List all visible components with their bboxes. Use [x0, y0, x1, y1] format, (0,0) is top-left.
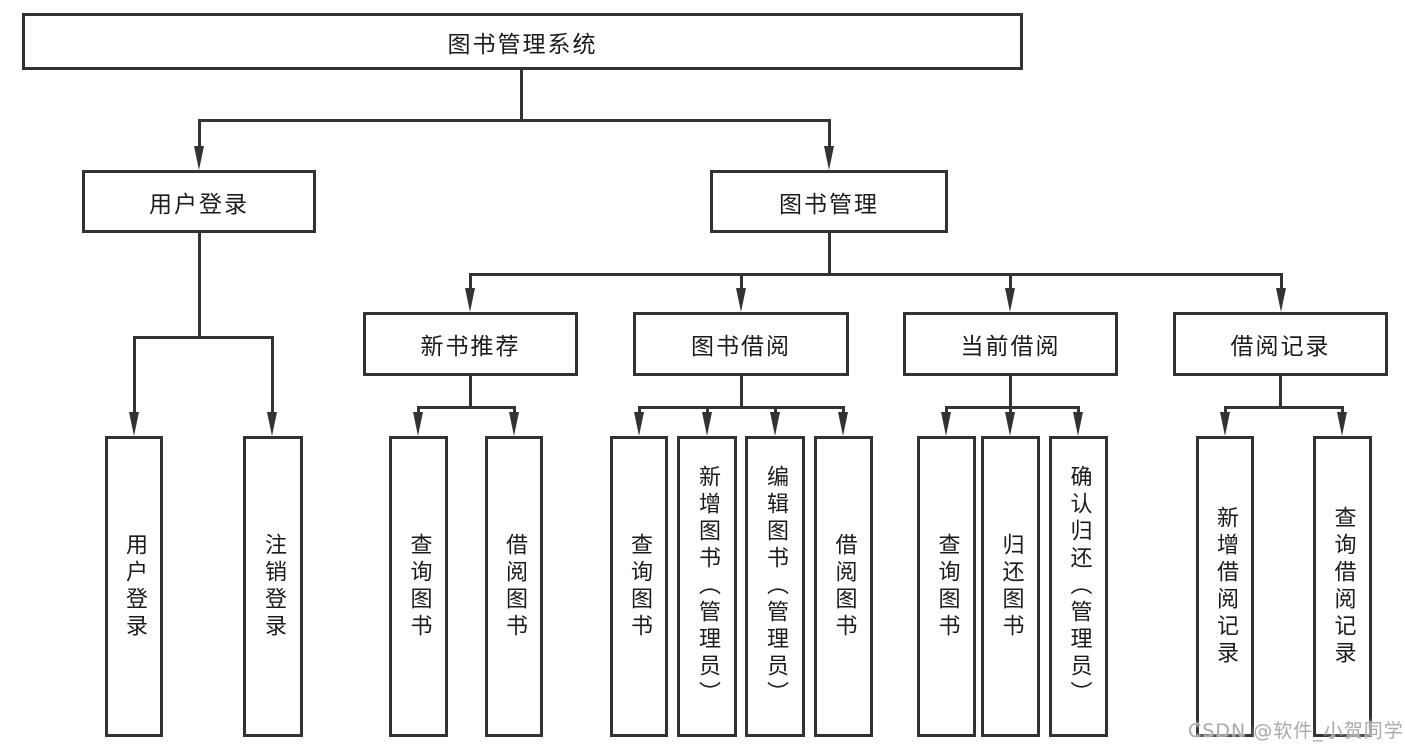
connector-drop-leaf: [1341, 406, 1344, 414]
connector-rail-current: [945, 406, 1080, 409]
connector-drop-level3: [469, 273, 472, 290]
leaf-query-books-recommend: 查询图书: [389, 436, 448, 737]
leaf-confirm-return-admin: 确认归还（管理员）: [1049, 436, 1108, 737]
node-label: 确认归还（管理员）: [1066, 465, 1092, 708]
connector-drop-level3: [740, 273, 743, 290]
connector-drop-leaf: [1009, 406, 1012, 414]
connector-drop-leaf: [513, 406, 516, 414]
connector-drop-leaf: [133, 336, 136, 414]
arrow-down-icon: [509, 412, 519, 436]
connector-rail-level3: [469, 273, 1283, 276]
connector-newbook-stem: [469, 376, 472, 409]
node-label: 新增借阅记录: [1213, 505, 1238, 668]
connector-rail-borrow: [638, 406, 845, 409]
leaf-borrow-books-recommend: 借阅图书: [485, 436, 543, 737]
leaf-add-book-admin: 新增图书（管理员）: [677, 436, 737, 737]
connector-rail-level2: [198, 119, 831, 122]
node-book-borrow: 图书借阅: [633, 312, 849, 376]
node-book-management: 图书管理: [710, 170, 948, 233]
connector-records-stem: [1279, 376, 1282, 409]
arrow-down-icon: [129, 412, 139, 436]
connector-rail-userlogin: [133, 336, 274, 339]
leaf-return-books: 归还图书: [981, 436, 1040, 737]
arrow-down-icon: [941, 412, 951, 436]
arrow-down-icon: [1005, 412, 1015, 436]
arrow-down-icon: [1005, 288, 1015, 312]
node-label: 查询图书: [406, 532, 432, 641]
node-label: 当前借阅: [960, 334, 1061, 360]
connector-drop-leaf: [417, 406, 420, 414]
node-label: 归还图书: [998, 532, 1024, 641]
node-label: 用户登录: [149, 191, 249, 218]
leaf-add-borrow-record: 新增借阅记录: [1196, 436, 1254, 737]
arrow-down-icon: [838, 412, 848, 436]
arrow-down-icon: [1220, 412, 1230, 436]
connector-drop-leaf: [842, 406, 845, 414]
arrow-down-icon: [194, 146, 204, 170]
connector-rail-newbook: [417, 406, 516, 409]
connector-drop-leaf: [271, 336, 274, 414]
node-label: 用户登录: [122, 532, 147, 641]
connector-drop-user-login: [198, 119, 201, 148]
node-borrow-records: 借阅记录: [1173, 312, 1388, 376]
connector-current-stem: [1009, 376, 1012, 409]
connector-drop-leaf: [1077, 406, 1080, 414]
leaf-query-books-current: 查询图书: [917, 436, 976, 737]
node-library-management-system: 图书管理系统: [22, 13, 1023, 70]
node-label: 编辑图书（管理员）: [763, 465, 788, 708]
connector-bookmgmt-stem: [828, 233, 831, 276]
arrow-down-icon: [267, 412, 277, 436]
connector-rail-records: [1224, 406, 1344, 409]
arrow-down-icon: [702, 412, 712, 436]
node-label: 图书管理: [779, 191, 879, 218]
connector-drop-leaf: [1224, 406, 1227, 414]
connector-root-stem: [520, 70, 523, 122]
leaf-logout-login: 注销登录: [243, 436, 303, 737]
node-label: 查询图书: [934, 532, 960, 641]
node-label: 新书推荐: [420, 334, 521, 360]
node-label: 新增图书（管理员）: [695, 465, 720, 708]
connector-drop-level3: [1009, 273, 1012, 290]
arrow-down-icon: [1073, 412, 1083, 436]
node-label: 图书借阅: [691, 334, 791, 360]
connector-drop-leaf: [706, 406, 709, 414]
connector-drop-book-management: [828, 119, 831, 148]
connector-drop-level3: [1280, 273, 1283, 290]
arrow-down-icon: [824, 146, 834, 170]
arrow-down-icon: [1337, 412, 1347, 436]
arrow-down-icon: [634, 412, 644, 436]
arrow-down-icon: [736, 288, 746, 312]
node-label: 借阅图书: [502, 532, 527, 641]
node-label: 借阅记录: [1230, 334, 1331, 360]
csdn-watermark: CSDN @软件_小贺同学: [1188, 720, 1404, 742]
connector-userlogin-stem: [198, 233, 201, 339]
node-label: 借阅图书: [831, 532, 857, 641]
node-label: 查询图书: [627, 532, 652, 641]
arrow-down-icon: [1276, 288, 1286, 312]
leaf-query-borrow-record: 查询借阅记录: [1313, 436, 1372, 737]
leaf-user-login: 用户登录: [105, 436, 163, 737]
node-user-login: 用户登录: [82, 170, 316, 233]
arrow-down-icon: [413, 412, 423, 436]
connector-drop-leaf: [638, 406, 641, 414]
connector-borrow-stem: [740, 376, 743, 409]
node-label: 图书管理系统: [447, 31, 598, 58]
leaf-query-books-borrow: 查询图书: [610, 436, 668, 737]
node-label: 注销登录: [261, 532, 286, 641]
arrow-down-icon: [770, 412, 780, 436]
connector-drop-leaf: [945, 406, 948, 414]
connector-drop-leaf: [774, 406, 777, 414]
node-current-borrow: 当前借阅: [903, 312, 1118, 376]
leaf-edit-book-admin: 编辑图书（管理员）: [745, 436, 805, 737]
arrow-down-icon: [465, 288, 475, 312]
node-new-book-recommend: 新书推荐: [363, 312, 578, 376]
leaf-borrow-books: 借阅图书: [814, 436, 873, 737]
node-label: 查询借阅记录: [1330, 505, 1356, 668]
